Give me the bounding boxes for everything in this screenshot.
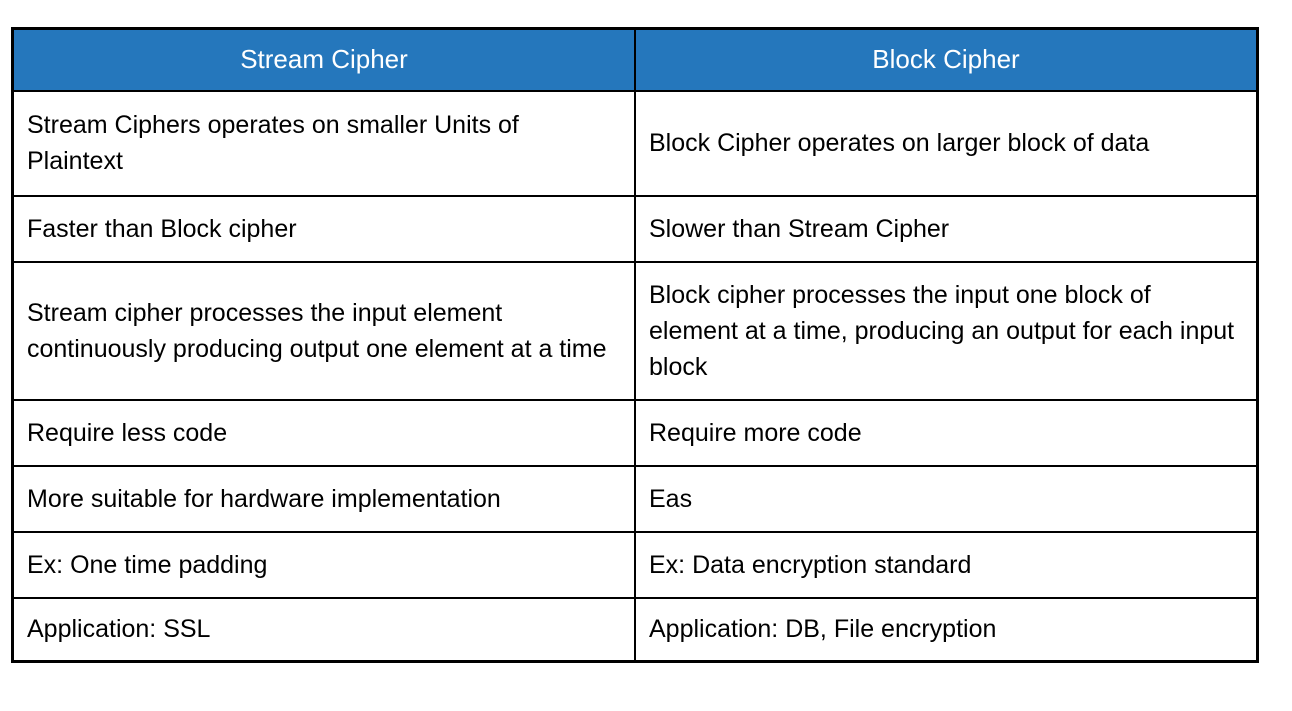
table-cell-block: Slower than Stream Cipher (634, 194, 1259, 263)
table-row: Stream cipher processes the input elemen… (11, 260, 1259, 401)
table-row: More suitable for hardware implementatio… (11, 464, 1259, 533)
header-cell-stream-cipher: Stream Cipher (11, 27, 636, 92)
header-cell-block-cipher: Block Cipher (634, 27, 1259, 92)
table-cell-stream: Stream Ciphers operates on smaller Units… (11, 89, 636, 197)
table-cell-stream: Stream cipher processes the input elemen… (11, 260, 636, 401)
table-cell-block: Eas (634, 464, 1259, 533)
table-cell-block: Ex: Data encryption standard (634, 530, 1259, 599)
cipher-comparison-table: Stream Cipher Block Cipher Stream Cipher… (11, 27, 1259, 663)
table-row: Require less code Require more code (11, 398, 1259, 467)
table-cell-block: Require more code (634, 398, 1259, 467)
table-row: Application: SSL Application: DB, File e… (11, 596, 1259, 663)
table-cell-stream: Ex: One time padding (11, 530, 636, 599)
table-cell-block: Block Cipher operates on larger block of… (634, 89, 1259, 197)
table-cell-stream: Require less code (11, 398, 636, 467)
table-cell-block: Block cipher processes the input one blo… (634, 260, 1259, 401)
table-cell-stream: Faster than Block cipher (11, 194, 636, 263)
table-cell-block: Application: DB, File encryption (634, 596, 1259, 663)
table-cell-stream: More suitable for hardware implementatio… (11, 464, 636, 533)
header-row: Stream Cipher Block Cipher (11, 27, 1259, 92)
table-row: Ex: One time padding Ex: Data encryption… (11, 530, 1259, 599)
table-row: Faster than Block cipher Slower than Str… (11, 194, 1259, 263)
table-row: Stream Ciphers operates on smaller Units… (11, 89, 1259, 197)
table-cell-stream: Application: SSL (11, 596, 636, 663)
